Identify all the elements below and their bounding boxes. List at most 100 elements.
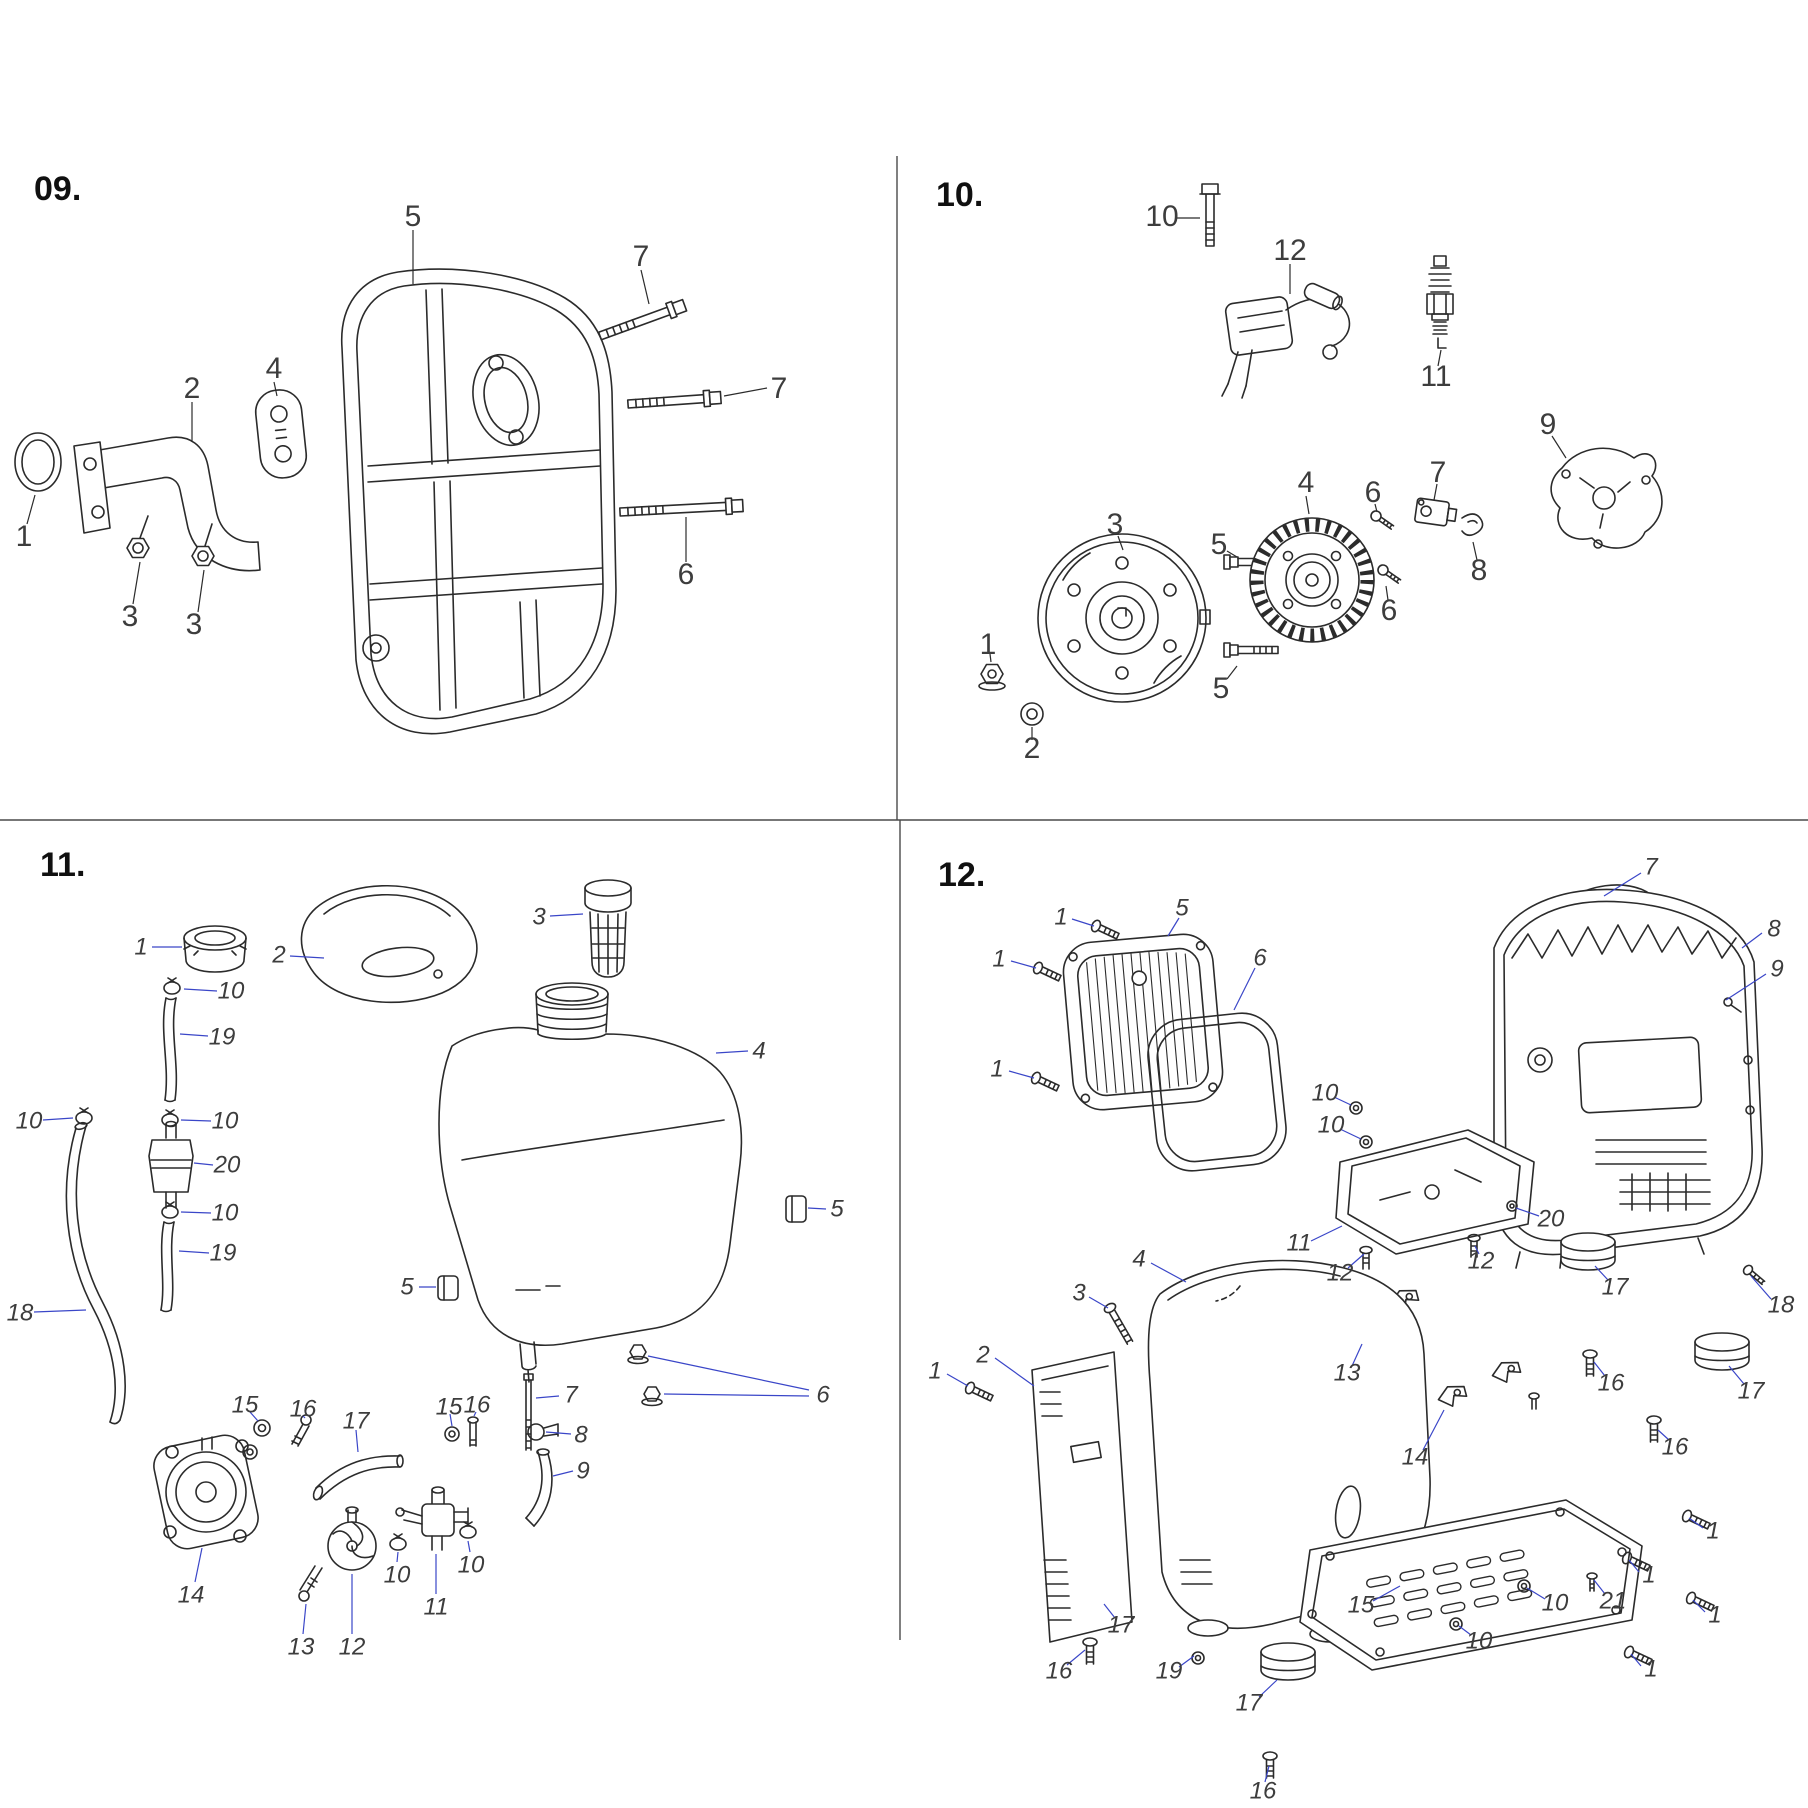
callout-leader-10-4 (1433, 483, 1438, 501)
callout-leader-11-6 (180, 1119, 212, 1122)
callout-09-7: 7 (633, 240, 650, 273)
callout-leader-12-32 (1630, 1653, 1642, 1667)
callout-leader-10-7 (1385, 585, 1389, 601)
callout-10-5: 5 (1211, 528, 1228, 561)
callout-leader-12-37 (1264, 1765, 1270, 1783)
fuel-petcock (395, 1486, 469, 1551)
callout-leader-12-30 (1628, 1559, 1640, 1573)
callout-11-18: 18 (7, 1299, 34, 1326)
backing-plate (1550, 447, 1663, 549)
callout-leader-12-1 (1167, 917, 1180, 937)
callout-12-10: 10 (1312, 1079, 1339, 1106)
screw (1528, 1392, 1540, 1410)
screw (1685, 1591, 1715, 1612)
callout-leader-12-22 (946, 1373, 969, 1387)
callout-leader-10-5 (1472, 541, 1478, 561)
fuel-strainer (584, 879, 632, 978)
nut (1449, 1617, 1463, 1631)
callout-leader-12-11 (1347, 1253, 1365, 1269)
callout-leader-12-5 (1603, 872, 1642, 897)
callout-10-8: 8 (1471, 554, 1488, 587)
callout-leader-11-20 (355, 1429, 359, 1453)
callout-leader-12-6 (1741, 932, 1763, 949)
clamp (527, 1423, 559, 1441)
flywheel (1037, 533, 1211, 703)
callout-09-2: 2 (184, 372, 201, 405)
callout-11-15: 15 (232, 1391, 259, 1418)
callout-11-4: 4 (752, 1037, 765, 1064)
callout-leader-12-19 (1728, 1365, 1745, 1385)
callout-12-15: 15 (1348, 1591, 1375, 1618)
callout-leader-09-2 (723, 387, 768, 397)
hose-clamp (161, 1201, 179, 1219)
pump-rotor (327, 1506, 377, 1571)
callout-10-3: 3 (1107, 508, 1124, 541)
callout-leader-09-6 (26, 494, 36, 525)
callout-10-9: 9 (1540, 408, 1557, 441)
callout-leader-11-7 (193, 1162, 214, 1166)
callout-11-5: 5 (830, 1195, 844, 1222)
callout-leader-12-12 (1474, 1245, 1480, 1255)
callout-leader-11-23 (194, 1547, 203, 1583)
callout-11-10: 10 (212, 1199, 239, 1226)
callout-leader-11-1 (289, 955, 325, 959)
rubber-foot (1694, 1332, 1750, 1371)
callout-leader-12-27 (1593, 1579, 1606, 1595)
callout-12-1: 1 (1708, 1601, 1721, 1628)
callout-10-7: 7 (1430, 456, 1447, 489)
callout-leader-11-8 (180, 1211, 212, 1214)
callout-leader-09-1 (640, 269, 650, 305)
screw (1370, 510, 1395, 530)
callout-leader-11-12 (807, 1207, 827, 1210)
callout-leader-09-8 (197, 569, 205, 613)
callout-11-19: 19 (209, 1023, 236, 1050)
inline-fuel-filter (148, 1120, 194, 1209)
top-plate (1335, 1129, 1535, 1255)
callout-12-1: 1 (1706, 1517, 1719, 1544)
callout-leader-12-33 (1066, 1649, 1086, 1666)
pump-hose (312, 1454, 404, 1501)
callout-leader-12-28 (1458, 1625, 1472, 1636)
screw (1359, 1245, 1373, 1270)
fuel-hose (160, 1221, 175, 1313)
rubber-foot (1260, 1642, 1316, 1681)
flange-nut (641, 1386, 663, 1407)
callout-09-3: 3 (122, 600, 139, 633)
callout-10-11: 11 (1420, 360, 1451, 393)
callout-11-7: 7 (564, 1381, 579, 1408)
callout-leader-12-21 (994, 1357, 1035, 1387)
bracket (1491, 1361, 1522, 1383)
bolt (597, 298, 688, 341)
callout-10-6: 6 (1381, 594, 1398, 627)
callout-09-1: 1 (16, 520, 33, 553)
callout-09-4: 4 (266, 352, 283, 385)
exhaust-gasket-ring (14, 432, 62, 492)
tank-pad (437, 1275, 459, 1301)
callout-12-17: 17 (1236, 1689, 1264, 1716)
fuel-hose (162, 997, 178, 1103)
callout-12-16: 16 (1662, 1433, 1689, 1460)
callout-11-16: 16 (464, 1391, 491, 1418)
callout-12-10: 10 (1466, 1627, 1493, 1654)
callout-10-2: 2 (1024, 732, 1041, 765)
callout-11-1: 1 (134, 933, 147, 960)
callout-12-6: 6 (1253, 944, 1267, 971)
callout-10-6: 6 (1365, 476, 1382, 509)
callout-11-3: 3 (532, 903, 546, 930)
screw (1082, 1637, 1098, 1665)
callout-09-3: 3 (186, 608, 203, 641)
callout-leader-12-17 (1422, 1409, 1445, 1451)
callout-12-4: 4 (1132, 1245, 1145, 1272)
long-fuel-hose (65, 1121, 126, 1425)
hose-clamp (163, 977, 181, 995)
callout-leader-12-29 (1688, 1517, 1704, 1529)
nut (1517, 1579, 1531, 1593)
callout-12-2: 2 (975, 1341, 989, 1368)
callout-11-13: 13 (288, 1633, 315, 1660)
nut (1506, 1200, 1518, 1212)
callout-11-10: 10 (458, 1551, 485, 1578)
callout-leader-12-24 (1150, 1262, 1187, 1283)
callout-leader-12-20 (1657, 1429, 1670, 1441)
callout-11-11: 11 (424, 1593, 449, 1620)
callout-12-8: 8 (1767, 915, 1781, 942)
